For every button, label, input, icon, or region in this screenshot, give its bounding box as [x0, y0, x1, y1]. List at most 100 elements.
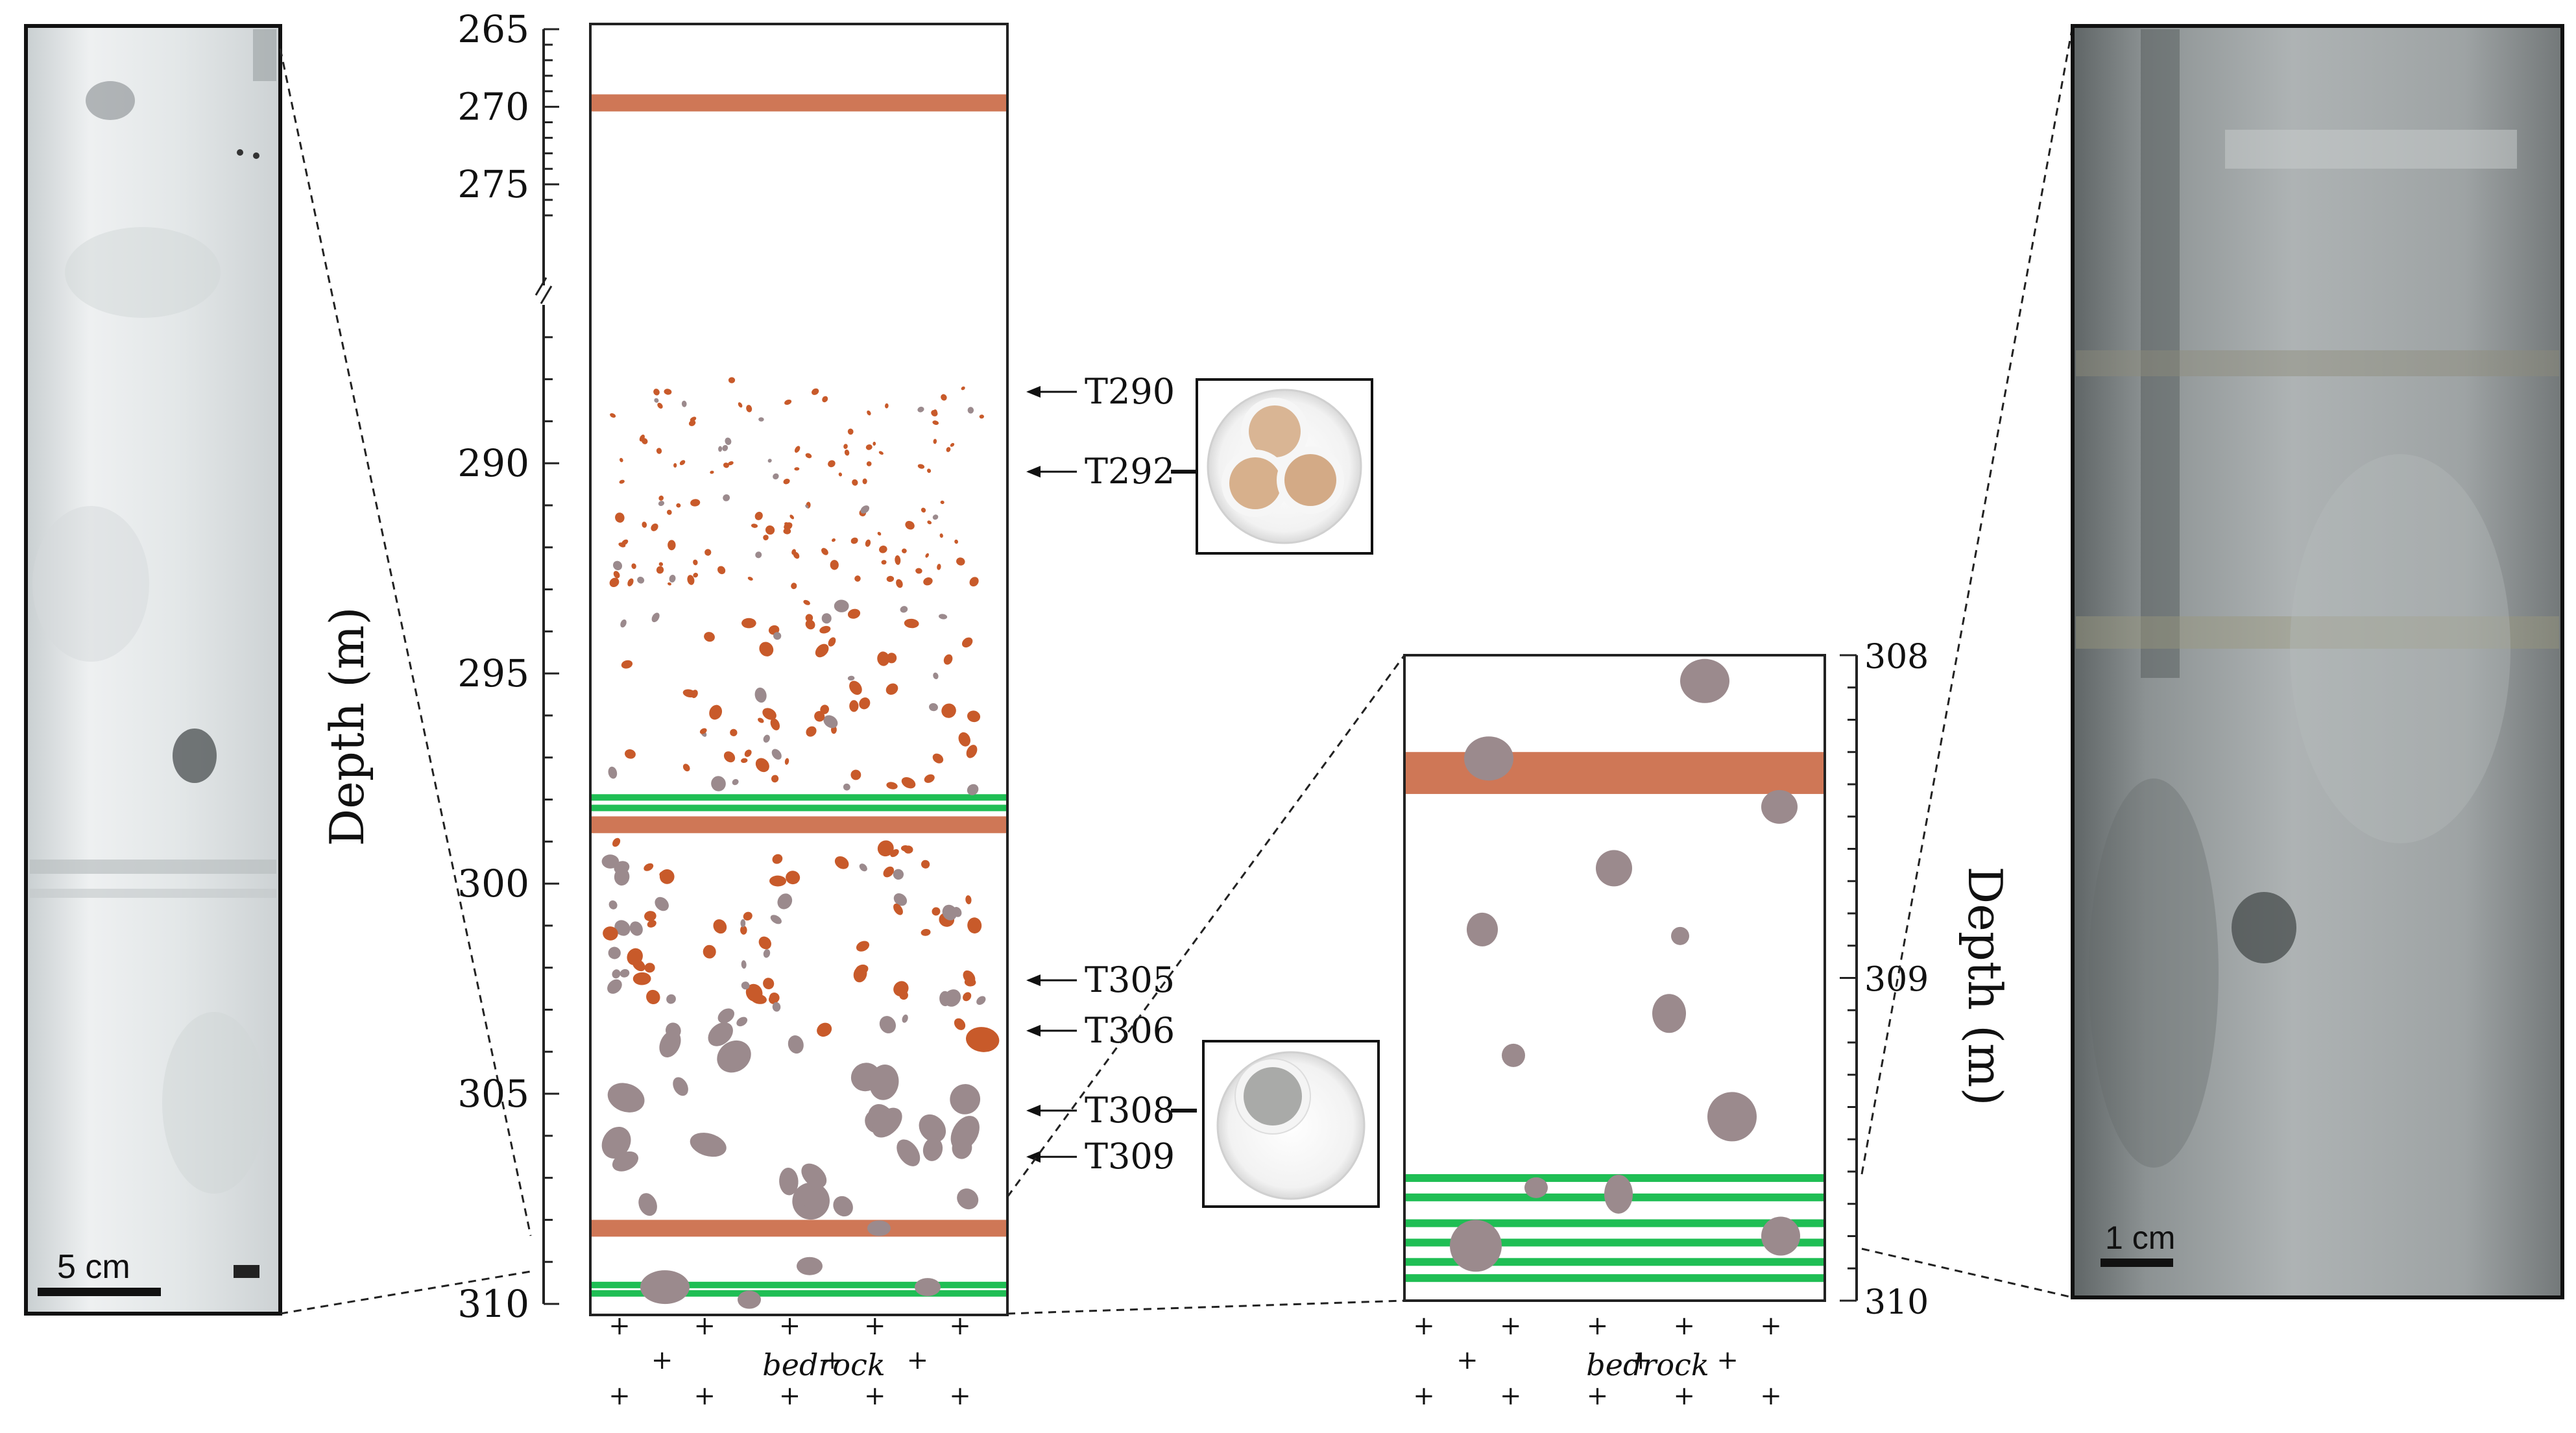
zoom-stratigraphic-column [1403, 654, 1826, 1302]
clast [717, 1008, 735, 1024]
clast [655, 897, 669, 911]
clast [690, 416, 697, 422]
clast [915, 568, 922, 574]
clast [937, 564, 941, 570]
clast [619, 479, 625, 484]
clast [931, 410, 938, 416]
clast [859, 697, 871, 710]
clast [915, 1278, 941, 1297]
plus-icon: + [1673, 1311, 1695, 1341]
clast [964, 978, 976, 987]
clast [644, 963, 655, 973]
clast [765, 525, 775, 535]
clast [830, 560, 839, 570]
clast [763, 535, 769, 540]
clast [828, 460, 836, 468]
clast [932, 753, 944, 764]
clast [718, 446, 723, 452]
clast [640, 1270, 690, 1305]
bedrock-symbols-main: +++++++++++++ [608, 1311, 971, 1411]
tick-label: 265 [457, 7, 529, 51]
clast [779, 1167, 799, 1196]
clast [710, 470, 714, 474]
clast [812, 388, 819, 395]
clast [625, 749, 636, 759]
clast [618, 542, 626, 548]
clast [886, 782, 898, 789]
clast [932, 907, 941, 916]
clast [821, 548, 828, 555]
clast [1596, 850, 1632, 887]
tick-label: 290 [457, 441, 529, 485]
clast [939, 614, 948, 620]
clast [770, 718, 780, 730]
left-connector-lines [279, 48, 532, 1315]
clast [877, 531, 882, 536]
clast [751, 524, 758, 528]
clast [865, 444, 873, 450]
clast [952, 907, 962, 917]
clast [755, 551, 762, 559]
clast [740, 919, 746, 928]
clast [919, 1114, 946, 1142]
plus-icon: + [1456, 1345, 1478, 1375]
clast [967, 917, 982, 933]
clast [802, 1191, 826, 1210]
clast [612, 969, 621, 979]
bedrock-label-zoom: bedrock [1586, 1347, 1709, 1382]
clast [893, 893, 908, 906]
clast [803, 599, 810, 605]
clast [758, 936, 771, 950]
clast [893, 869, 904, 880]
plus-icon: + [864, 1311, 886, 1341]
clast [902, 1014, 908, 1023]
clast [932, 514, 939, 520]
clast [676, 503, 681, 508]
clast [654, 398, 659, 403]
clast [869, 1065, 899, 1100]
clast [613, 560, 623, 571]
clast [629, 921, 643, 936]
clast [939, 533, 943, 538]
clast [895, 555, 901, 565]
sample-label: T292 [1085, 451, 1175, 492]
axis-break-mark [540, 285, 553, 304]
clast [877, 840, 894, 857]
clast [879, 1016, 897, 1033]
clast [771, 775, 779, 783]
clast [794, 446, 800, 453]
clast [896, 579, 903, 588]
axis-break-mark [535, 277, 548, 296]
clast [924, 774, 935, 783]
left-ice-core-photo: 5 cm [24, 24, 282, 1316]
plus-icon: + [693, 1311, 716, 1341]
clast [709, 704, 723, 720]
clast [905, 520, 915, 530]
clast [647, 920, 656, 928]
clast [746, 405, 752, 413]
left-scale-label: 5 cm [57, 1248, 130, 1286]
clast [607, 979, 622, 994]
plus-icon: + [1760, 1381, 1782, 1411]
clast [637, 576, 645, 584]
arrow-left-icon [1026, 1151, 1041, 1163]
clast [900, 606, 908, 613]
clast [814, 711, 825, 722]
clast [653, 389, 660, 396]
clast [821, 613, 832, 624]
clast [850, 769, 861, 780]
clast [638, 1193, 657, 1216]
clast [967, 710, 981, 723]
clast [769, 875, 787, 887]
plus-icon: + [693, 1381, 716, 1411]
orange-band [592, 816, 1006, 834]
right-scale-bar [2101, 1258, 2173, 1267]
clast [1464, 736, 1513, 781]
clast [784, 522, 789, 526]
clast [879, 546, 887, 553]
clast [608, 946, 621, 959]
clast [723, 494, 730, 501]
clast [627, 578, 634, 586]
clast [1604, 1174, 1633, 1214]
zoom-connector-lines [1006, 655, 1406, 1315]
